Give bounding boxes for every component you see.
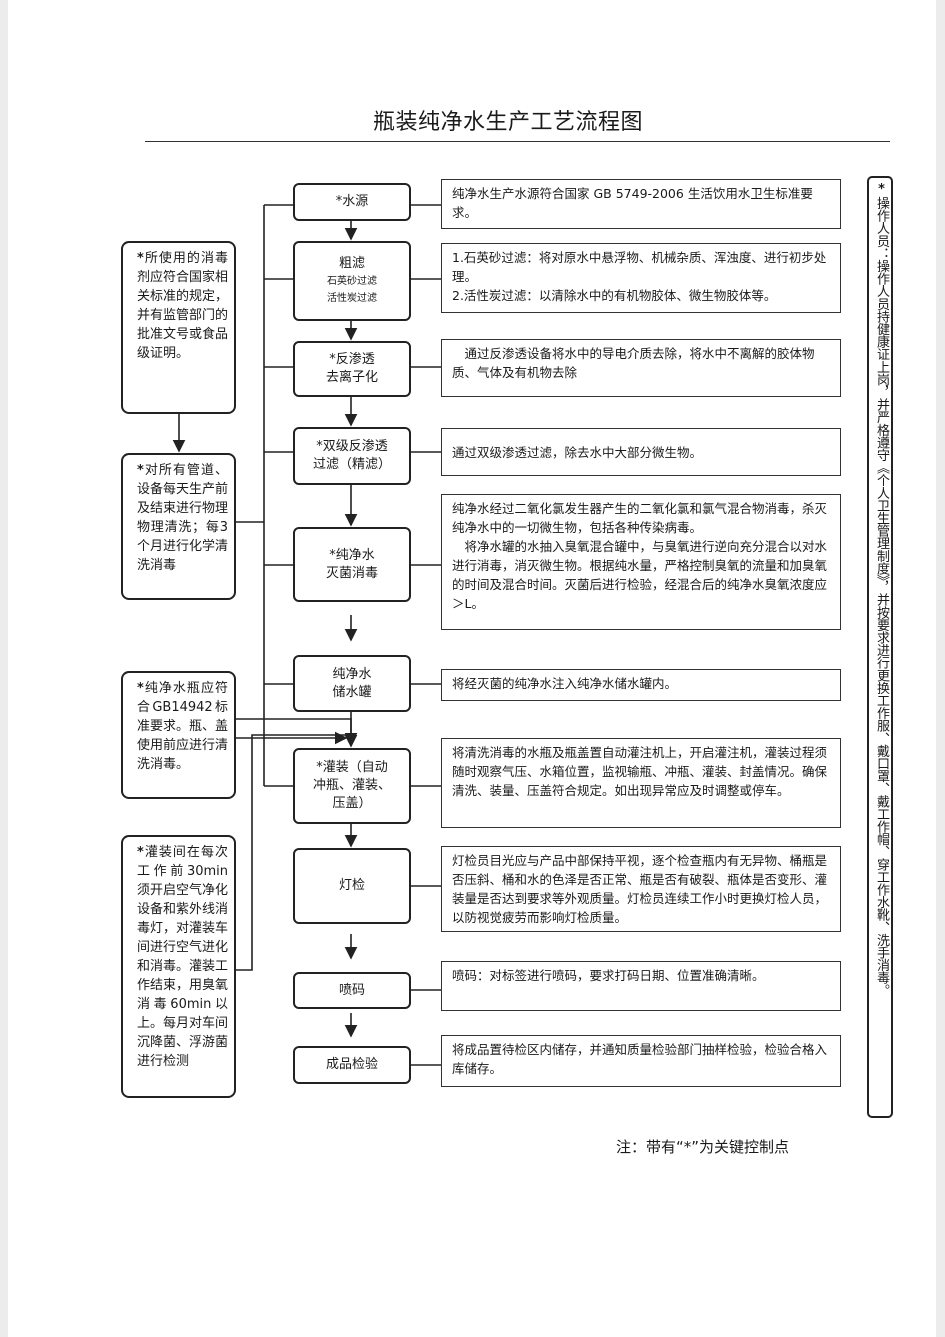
bottle-note-arrow <box>236 718 358 746</box>
desc-light-inspection: 灯检员目光应与产品中部保持平视，逐个检查瓶内有无异物、桶瓶是否压斜、桶和水的色泽… <box>441 846 841 932</box>
step-reverse-osmosis: *反渗透 去离子化 <box>293 341 411 397</box>
step-label: 喷码 <box>338 982 365 998</box>
desc-reverse-osmosis: 通过反渗透设备将水中的导电介质去除，将水中不离解的胶体物质、气体及有机物去除 <box>441 339 841 397</box>
note-pipeline-cleaning: *对所有管道、设备每天生产前及结束进行物理物理清洗；每3个月进行化学清洗消毒 <box>121 453 236 600</box>
step-label: 成品检验 <box>325 1057 378 1072</box>
desc-text: 将成品置待检区内储存，并通知质量检验部门抽样检验，检验合格入库储存。 <box>452 1042 828 1076</box>
note-bottle-standard: *纯净水瓶应符合GB14942标准要求。瓶、盖使用前应进行清洗消毒。 <box>121 671 236 799</box>
desc-text: 将经灭菌的纯净水注入纯净水储水罐内。 <box>452 676 678 691</box>
operator-requirements-text: *操作人员：操作人员持健康证上岗，并严格遵守《个人卫生管理制度》，并按要求进行更… <box>870 182 892 997</box>
step-label: 灯检 <box>338 878 365 893</box>
desc-text: 纯净水经过二氧化氯发生器产生的二氧化氯和氯气混合物消毒，杀灭纯净水中的一切微生物… <box>452 501 828 611</box>
desc-coarse-filter: 1.石英砂过滤：将对原水中悬浮物、机械杂质、浑浊度、进行初步处理。 2.活性炭过… <box>441 243 841 313</box>
desc-inkjet-coding: 喷码：对标签进行喷码，要求打码日期、位置准确清晰。 <box>441 961 841 1011</box>
step-coarse-filter: 粗滤 石英砂过滤 活性炭过滤 <box>293 241 411 321</box>
desc-text: 通过双级渗透过滤，除去水中大部分微生物。 <box>452 445 703 460</box>
desc-text: 喷码：对标签进行喷码，要求打码日期、位置准确清晰。 <box>452 968 765 983</box>
connector-lines <box>172 204 441 1066</box>
step-final-inspection: 成品检验 <box>293 1046 411 1084</box>
desc-text: 通过反渗透设备将水中的导电介质去除，将水中不离解的胶体物质、气体及有机物去除 <box>452 346 815 380</box>
note-filling-room: *灌装间在每次工作前30min须开启空气净化设备和紫外线消毒灯，对灌装车间进行空… <box>121 835 236 1098</box>
key-point-star: * <box>137 251 144 266</box>
operator-requirements: *操作人员：操作人员持健康证上岗，并严格遵守《个人卫生管理制度》，并按要求进行更… <box>867 176 893 1118</box>
step-sterilization: *纯净水 灭菌消毒 <box>293 527 411 602</box>
desc-storage-tank: 将经灭菌的纯净水注入纯净水储水罐内。 <box>441 669 841 701</box>
desc-text: 将清洗消毒的水瓶及瓶盖置自动灌注机上，开启灌注机，灌装过程须随时观察气压、水箱位… <box>452 745 828 798</box>
desc-text: 纯净水生产水源符合国家 GB 5749-2006 生活饮用水卫生标准要求。 <box>452 186 813 220</box>
note-text: 对所有管道、设备每天生产前及结束进行物理物理清洗；每3个月进行化学清洗消毒 <box>137 463 229 573</box>
step-label: *纯净水 灭菌消毒 <box>325 547 378 581</box>
step-dual-ro-filter: *双级反渗透 过滤（精滤） <box>293 427 411 485</box>
document-page: 瓶装纯净水生产工艺流程图 *水源 粗滤 石英砂过滤 活性炭过滤 *反渗透 去离子… <box>8 0 936 1337</box>
step-label: 粗滤 <box>338 256 365 271</box>
step-storage-tank: 纯净水 储水罐 <box>293 655 411 712</box>
desc-final-inspection: 将成品置待检区内储存，并通知质量检验部门抽样检验，检验合格入库储存。 <box>441 1035 841 1087</box>
key-point-star: * <box>137 681 144 696</box>
step-inkjet-coding: 喷码 <box>293 972 411 1009</box>
desc-filling: 将清洗消毒的水瓶及瓶盖置自动灌注机上，开启灌注机，灌装过程须随时观察气压、水箱位… <box>441 738 841 828</box>
key-point-star: * <box>874 182 889 197</box>
desc-water-source: 纯净水生产水源符合国家 GB 5749-2006 生活饮用水卫生标准要求。 <box>441 179 841 229</box>
step-label: 纯净水 储水罐 <box>332 666 372 700</box>
key-point-star: * <box>137 845 144 860</box>
footnote: 注：带有“*”为关键控制点 <box>616 1138 790 1156</box>
title-underline <box>145 141 890 142</box>
step-label: *双级反渗透 过滤（精滤） <box>312 439 391 472</box>
operator-note-text: 操作人员：操作人员持健康证上岗，并严格遵守《个人卫生管理制度》，并按要求进行更换… <box>874 196 889 997</box>
note-disinfectant: *所使用的消毒剂应符合国家相关标准的规定，并有监管部门的批准文号或食品级证明。 <box>121 241 236 414</box>
filling-room-link <box>236 734 346 971</box>
note-text: 纯净水瓶应符合GB14942标准要求。瓶、盖使用前应进行清洗消毒。 <box>137 681 229 772</box>
key-point-star: * <box>137 463 144 478</box>
step-sublabel: 石英砂过滤 活性炭过滤 <box>327 276 377 304</box>
page-title: 瓶装纯净水生产工艺流程图 <box>373 110 644 135</box>
step-water-source: *水源 <box>293 183 411 221</box>
note-text: 所使用的消毒剂应符合国家相关标准的规定，并有监管部门的批准文号或食品级证明。 <box>137 251 229 361</box>
desc-dual-ro-filter: 通过双级渗透过滤，除去水中大部分微生物。 <box>441 428 841 476</box>
desc-sterilization: 纯净水经过二氧化氯发生器产生的二氧化氯和氯气混合物消毒，杀灭纯净水中的一切微生物… <box>441 494 841 630</box>
desc-text: 1.石英砂过滤：将对原水中悬浮物、机械杂质、浑浊度、进行初步处理。 2.活性炭过… <box>452 250 827 303</box>
desc-text: 灯检员目光应与产品中部保持平视，逐个检查瓶内有无异物、桶瓶是否压斜、桶和水的色泽… <box>452 853 828 925</box>
step-light-inspection: 灯检 <box>293 848 411 924</box>
step-filling: *灌装（自动 冲瓶、灌装、 压盖） <box>293 748 411 824</box>
step-label: *灌装（自动 冲瓶、灌装、 压盖） <box>312 760 391 811</box>
step-label: *水源 <box>335 194 369 209</box>
step-label: *反渗透 去离子化 <box>325 352 378 385</box>
note-text: 灌装间在每次工作前30min须开启空气净化设备和紫外线消毒灯，对灌装车间进行空气… <box>137 845 229 1069</box>
